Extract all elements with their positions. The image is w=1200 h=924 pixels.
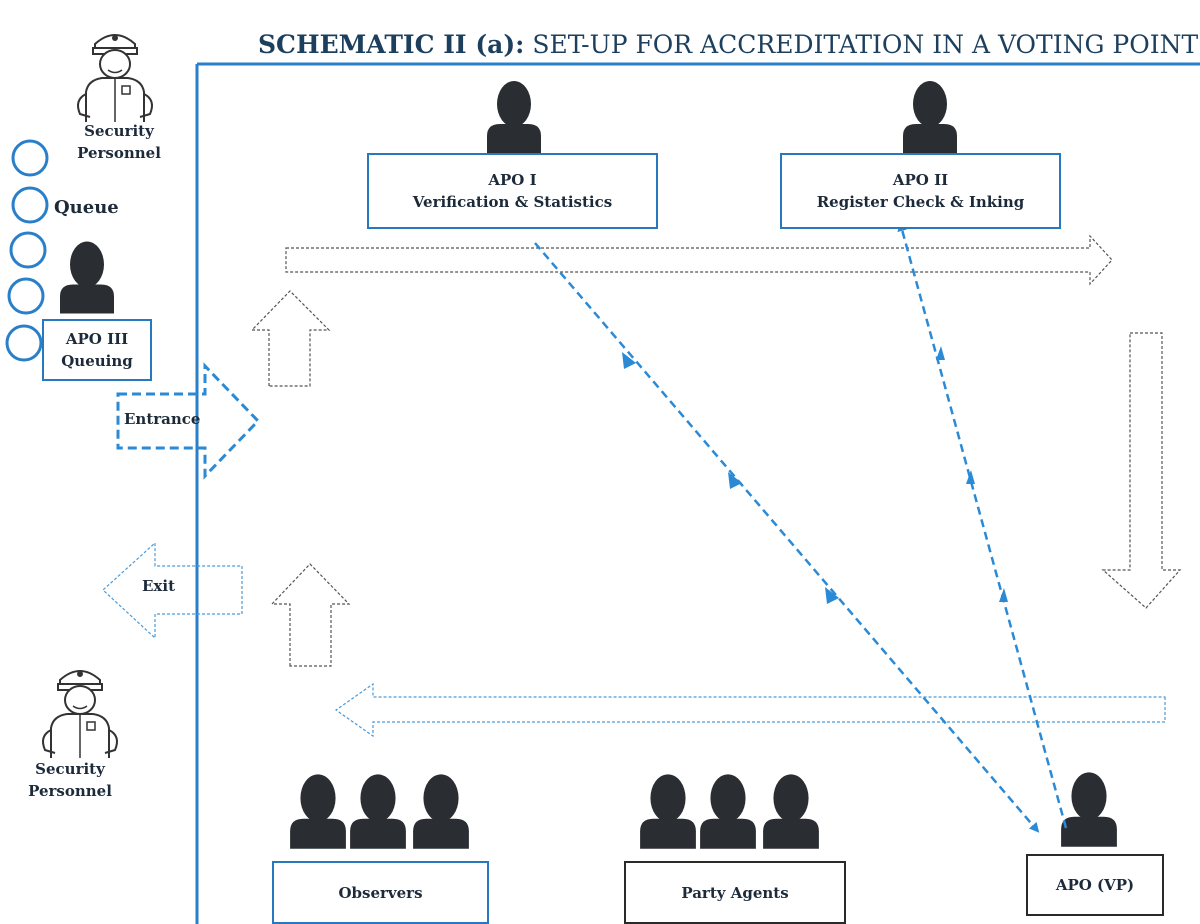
entrance-label: Entrance [124,410,201,428]
arrow-outline-icon [270,563,351,667]
police-officer-icon [42,670,118,758]
apo3-box: APO III Queuing [42,319,152,381]
apovp-box: APO (VP) [1026,854,1164,916]
security-label-bottom: Security Personnel [28,760,112,800]
queue-circle-icon [7,277,45,315]
apo2-box: APO II Register Check & Inking [780,153,1061,229]
apo2-subtitle: Register Check & Inking [816,193,1025,211]
apo3-title: APO III [65,330,129,348]
flow-line [897,221,1068,829]
person-silhouette-icon [413,774,469,849]
party-agents-box: Party Agents [624,861,846,924]
security-label-top: Security Personnel [77,122,161,162]
arrow-outline-icon [1101,332,1182,609]
person-silhouette-icon [350,774,406,849]
observers-label: Observers [338,883,423,902]
queue-circle-icon [11,186,49,224]
flow-line [534,242,1040,833]
queue-circle-icon [11,139,49,177]
apo3-subtitle: Queuing [61,352,133,370]
person-silhouette-icon [1061,772,1117,847]
arrow-outline-icon [334,682,1166,738]
queue-circle-icon [5,324,43,362]
arrow-outline-icon [102,541,243,640]
apo1-title: APO I [488,171,537,189]
title-bold: SCHEMATIC II (a): [258,30,525,59]
person-silhouette-icon [60,241,114,314]
apo2-title: APO II [892,171,949,189]
arrow-outline-icon [116,362,261,480]
person-silhouette-icon [903,81,957,153]
page-title: SCHEMATIC II (a): SET-UP FOR ACCREDITATI… [258,30,1198,59]
person-silhouette-icon [700,774,756,849]
queue-label: Queue [54,197,119,218]
queue-circles [5,139,49,362]
person-silhouette-icon [640,774,696,849]
arrow-outline-icon [250,290,331,387]
person-silhouette-icon [487,81,541,153]
queue-circle-icon [9,231,47,269]
arrow-outline-icon [285,234,1113,286]
apovp-label: APO (VP) [1055,876,1135,894]
person-silhouette-icon [763,774,819,849]
title-rest: SET-UP FOR ACCREDITATION IN A VOTING POI… [524,30,1199,59]
person-silhouette-icon [290,774,346,849]
observers-box: Observers [272,861,489,924]
police-officer-icon [77,34,153,122]
exit-label: Exit [142,577,176,595]
apo1-subtitle: Verification & Statistics [412,193,613,211]
party-agents-label: Party Agents [681,883,789,902]
apo1-box: APO I Verification & Statistics [367,153,658,229]
